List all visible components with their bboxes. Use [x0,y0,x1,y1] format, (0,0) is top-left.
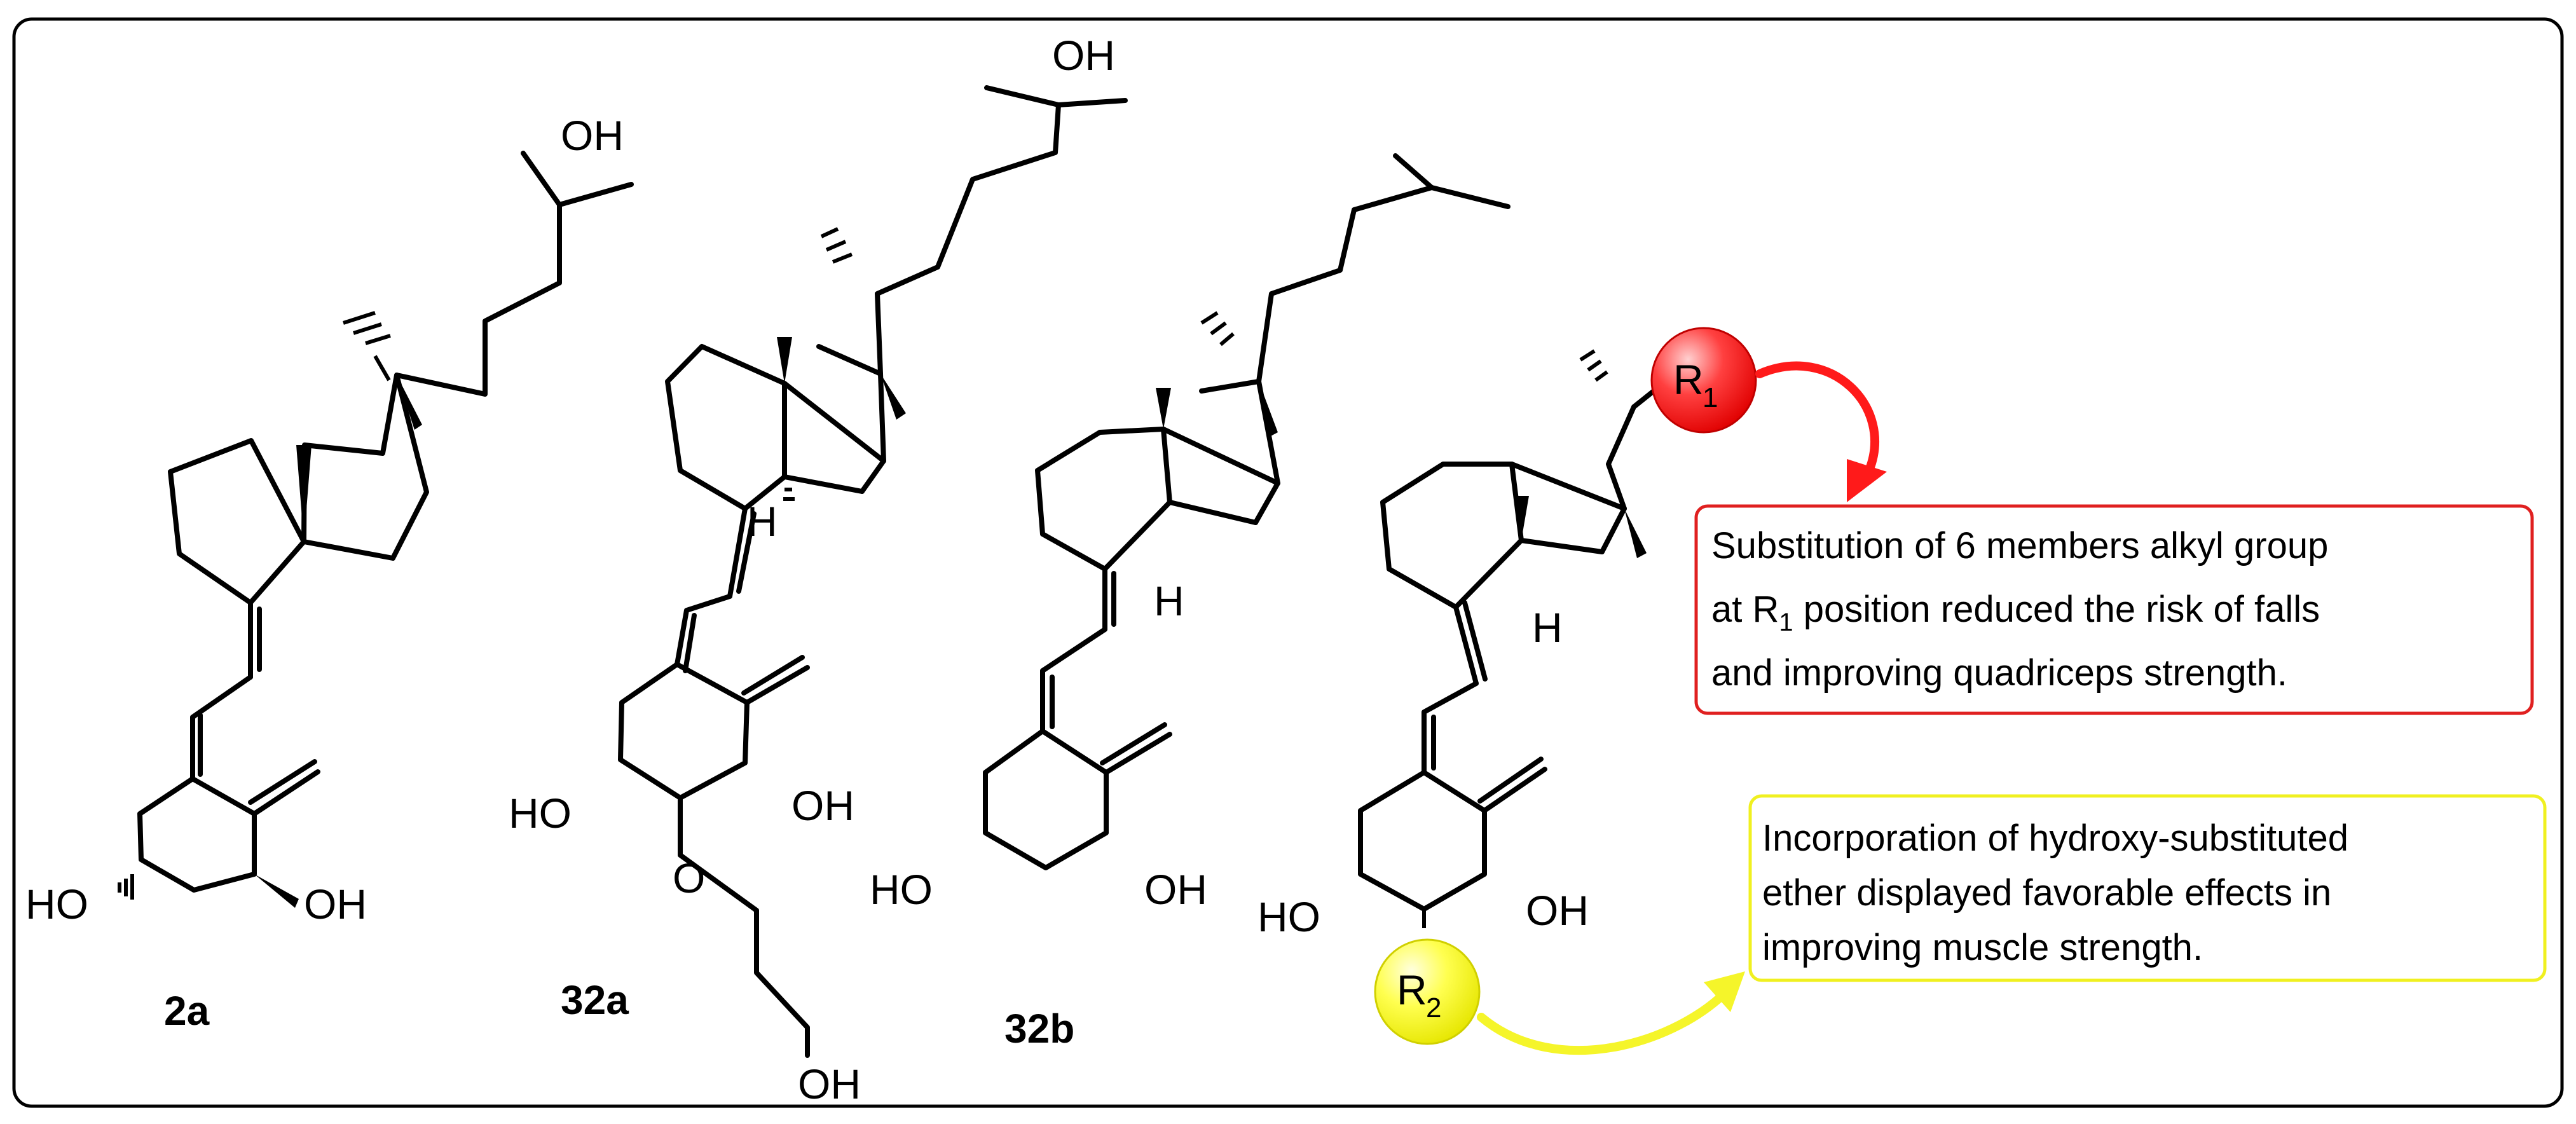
compound-2a-label: 2a [164,988,210,1034]
r2-substituent-ball [1374,938,1481,1045]
compound-32b-atom-oh: OH [1144,866,1207,913]
compound-2a-atom-oh-top: OH [561,112,624,159]
r2-callout-box: Incorporation of hydroxy-substituted eth… [1748,794,2547,982]
compound-general-wedge [1514,496,1529,540]
compound-general-atom-oh: OH [1526,887,1589,934]
r1-callout-box: Substitution of 6 members alkyl group at… [1694,504,2534,715]
compound-2a-hash-oh [118,874,134,900]
r1-callout-line2: at R1 position reduced the risk of falls [1711,589,2320,636]
compound-2a-wedge-5ring [397,375,422,430]
compound-32a-atom-o: O [673,854,705,901]
r2-label: R [1397,966,1427,1013]
r2-callout-line1: Incorporation of hydroxy-substituted [1762,818,2348,859]
compound-2a: OH HO OH 2a [25,112,634,1034]
compound-general-wedge-5ring [1624,509,1647,558]
compound-32a-atom-oh-top: OH [1052,32,1115,79]
compound-32b-wedge-5ring [1259,381,1278,437]
compound-2a-wedge [296,445,312,542]
compound-general-atom-ho: HO [1257,893,1320,940]
compound-general-bonds [1358,379,1668,912]
compound-2a-atom-oh: OH [304,881,367,928]
r1-substituent-ball [1650,327,1757,434]
compound-32a-hash-h [783,488,795,501]
r2-callout-line2: ether displayed favorable effects in [1762,872,2331,914]
compound-32a-label: 32a [561,977,629,1023]
compound-32b-hash-methyl [1200,311,1235,346]
figure-frame [12,17,2564,1108]
r2-callout-line3: improving muscle strength. [1762,927,2203,968]
r1-subscript: 1 [1702,382,1718,413]
r1-callout-line1: Substitution of 6 members alkyl group [1711,525,2328,566]
r1-callout-arrow [1755,361,1887,502]
compound-general-hash-methyl [1579,349,1608,382]
compound-32b-atom-ho: HO [870,866,933,913]
compound-32a-atom-ho: HO [509,790,572,837]
compound-32a-wedge [777,337,792,383]
r1-callout-line3: and improving quadriceps strength. [1711,652,2287,694]
compound-32a-wedge-5ring [880,374,906,420]
compound-2a-atom-ho: HO [25,881,88,928]
compound-32b-atom-h: H [1154,577,1184,624]
compound-32a: OH H HO OH O OH 32a [509,32,1128,1107]
compound-2a-wedge-oh [254,874,299,908]
compound-32a-atom-oh: OH [791,782,854,829]
compound-32a-hash-methyl [820,227,853,264]
compound-2a-bonds [137,151,634,893]
compound-32a-atom-h: H [747,498,778,545]
compound-32b-wedge [1156,388,1171,429]
r2-callout-arrow [1477,971,1745,1055]
compound-32a-atom-oh-chain: OH [798,1060,861,1107]
compound-general: H HO OH R 1 R 2 [1257,327,1757,1045]
compound-32b: H HO OH 32b [870,153,1511,1052]
compound-32b-label: 32b [1004,1006,1074,1052]
compound-32b-bonds [983,153,1511,870]
compound-general-atom-h: H [1532,604,1563,651]
r2-subscript: 2 [1426,992,1441,1024]
compound-2a-hash-methyl [343,311,391,381]
r1-label: R [1673,356,1704,403]
